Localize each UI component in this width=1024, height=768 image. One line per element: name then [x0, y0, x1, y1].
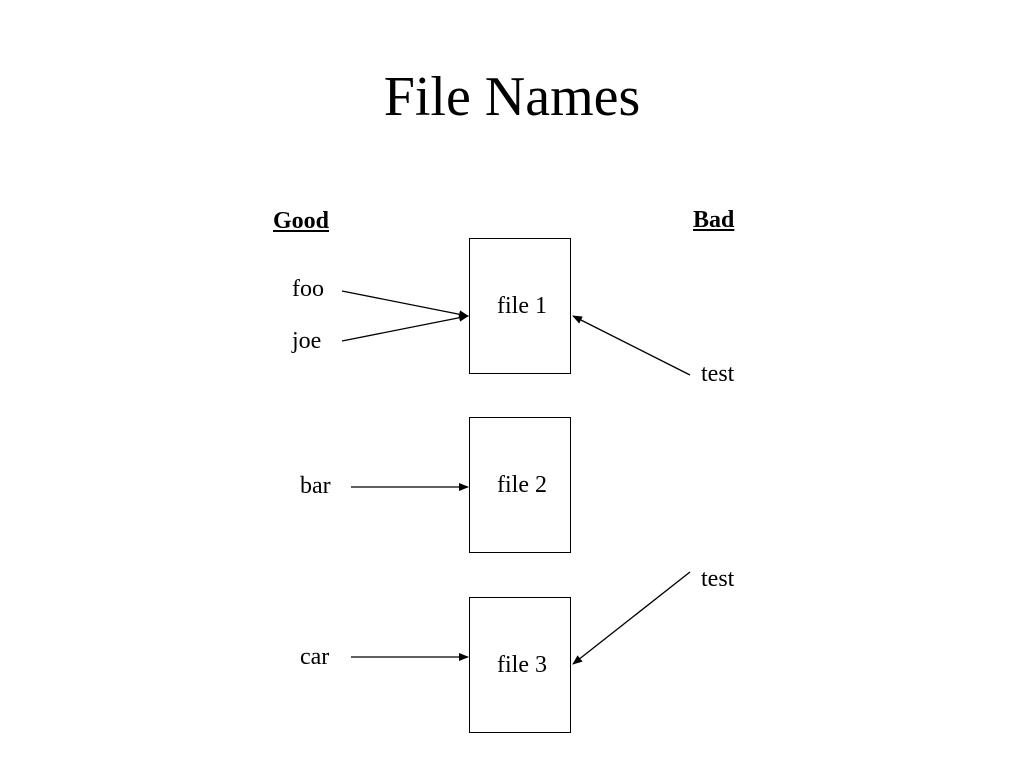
bad-heading: Bad: [693, 207, 735, 233]
bad-name-test-1: test: [701, 361, 735, 387]
slide-title: File Names: [383, 66, 641, 128]
file-3-label: file 3: [497, 652, 547, 678]
arrow-joe-to-file-1: [341, 313, 469, 342]
good-name-car: car: [300, 644, 330, 670]
arrow-foo-to-file-1: [341, 290, 469, 319]
good-heading: Good: [273, 208, 330, 234]
file-box-1: [469, 238, 571, 374]
good-name-foo: foo: [292, 276, 324, 302]
arrow-test-to-file-1: [572, 315, 691, 376]
file-2-label: file 2: [497, 472, 547, 498]
good-name-bar: bar: [300, 473, 331, 499]
file-box-3: [469, 597, 571, 733]
bad-name-test-2: test: [701, 566, 735, 592]
file-box-2: [469, 417, 571, 553]
arrow-test-to-file-3: [572, 571, 691, 665]
file-1-label: file 1: [497, 293, 547, 319]
good-name-joe: joe: [292, 328, 322, 354]
